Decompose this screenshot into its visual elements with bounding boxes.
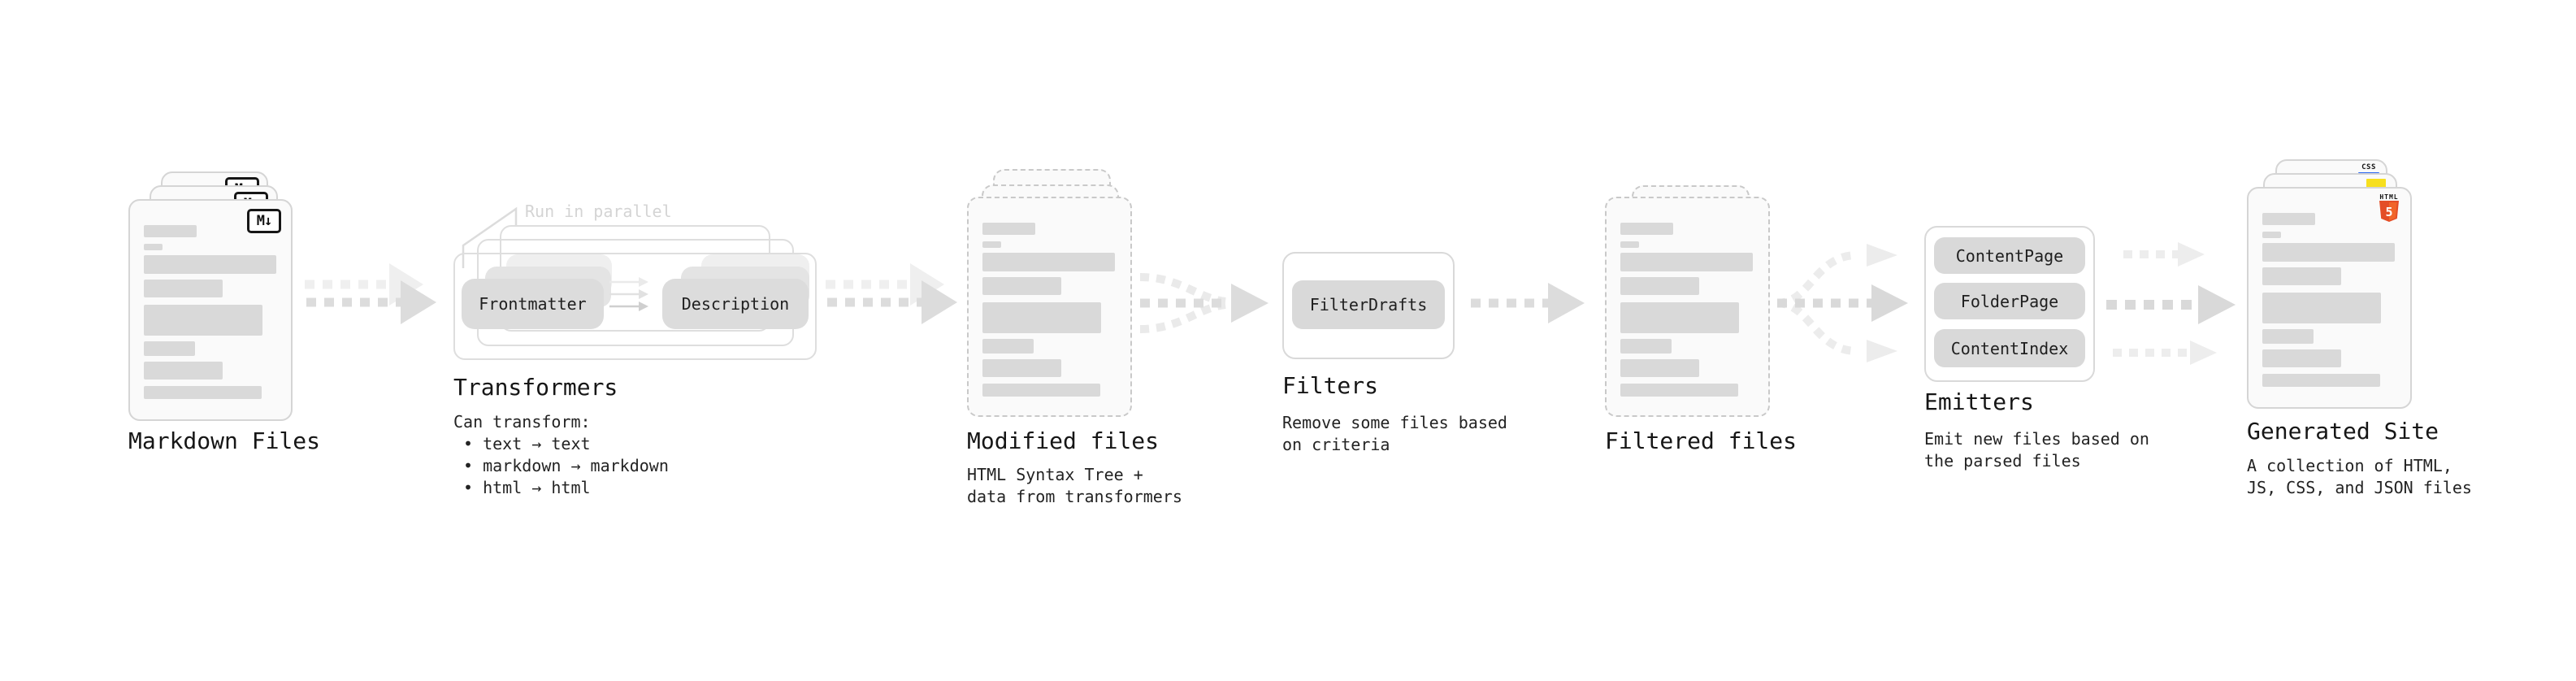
placeholder-bar (144, 225, 197, 237)
markdown-icon: M↓ (247, 209, 281, 233)
desc-heading: Can transform: (453, 412, 591, 432)
html5-shield: 5 (2379, 201, 2399, 222)
placeholder-bar (982, 223, 1035, 235)
placeholder-bar (982, 277, 1061, 295)
placeholder-bar (1620, 384, 1738, 397)
file-card-front (1605, 197, 1770, 417)
desc-line: HTML Syntax Tree + (967, 465, 1143, 484)
stage-desc-transformers: Can transform: • text → text • markdown … (453, 411, 669, 499)
stage-transformers: Run in parallel Frontmatter Description … (453, 202, 835, 510)
flow-arrow-filtered-to-emitters (1776, 244, 1908, 362)
placeholder-bar (2262, 329, 2314, 344)
stage-desc-generated-site: A collection of HTML, JS, CSS, and JSON … (2247, 455, 2472, 499)
flow-arrow-modified-to-filters (1139, 273, 1268, 333)
html5-icon: HTML 5 (2379, 193, 2400, 226)
placeholder-bar (982, 253, 1115, 271)
placeholder-bar (2262, 213, 2315, 225)
flow-arrows-emitters-to-site (2106, 242, 2236, 365)
flow-arrow-markdown-to-transformers (305, 263, 436, 324)
stage-filtered-files: Filtered files (1605, 185, 1816, 518)
file-card-front: M↓ (128, 199, 293, 421)
stage-markdown-files: M↓ M↓ M↓ Markdown Files (128, 159, 340, 501)
file-card-front: HTML 5 (2247, 187, 2412, 409)
placeholder-bar (2262, 267, 2341, 285)
stage-title-modified-files: Modified files (967, 427, 1160, 454)
placeholder-bar (144, 244, 163, 250)
placeholder-bar (144, 341, 195, 356)
placeholder-bar (982, 302, 1101, 333)
placeholder-bar (2262, 232, 2281, 238)
desc-line: JS, CSS, and JSON files (2247, 478, 2472, 497)
desc-line: A collection of HTML, (2247, 456, 2452, 475)
placeholder-bar (2262, 374, 2380, 387)
placeholder-bar (144, 386, 262, 399)
stage-modified-files: Modified files HTML Syntax Tree + data f… (967, 169, 1195, 518)
node-contentindex: ContentIndex (1934, 329, 2085, 367)
html5-icon-label: HTML (2379, 193, 2399, 201)
flow-arrow-transformers-to-modified (826, 263, 957, 324)
placeholder-bar (982, 339, 1034, 354)
placeholder-bar (144, 305, 262, 336)
placeholder-bar (1620, 339, 1672, 354)
stage-title-filters: Filters (1282, 372, 1379, 399)
run-in-parallel-annotation: Run in parallel (525, 202, 672, 221)
stage-title-emitters: Emitters (1924, 388, 2034, 415)
desc-line: the parsed files (1924, 451, 2081, 471)
node-filterdrafts: FilterDrafts (1292, 280, 1445, 329)
flow-arrow-filters-to-filtered (1471, 283, 1585, 323)
node-description: Description (662, 279, 809, 329)
stage-title-filtered-files: Filtered files (1605, 427, 1798, 454)
html5-number: 5 (2385, 205, 2392, 219)
file-card-front (967, 197, 1132, 417)
node-contentpage: ContentPage (1934, 237, 2085, 274)
placeholder-bar (144, 362, 223, 380)
javascript-icon (2366, 179, 2386, 188)
desc-line: Remove some files based (1282, 413, 1507, 432)
stage-generated-site: CSS HTML 5 Generated Site A collection o… (2247, 159, 2572, 517)
desc-bullet: • html → html (463, 478, 591, 497)
placeholder-bar (144, 255, 276, 274)
placeholder-bar (1620, 302, 1739, 333)
css-icon-label: CSS (2361, 163, 2376, 171)
stage-title-transformers: Transformers (453, 374, 618, 401)
node-folderpage: FolderPage (1934, 283, 2085, 319)
placeholder-bar (1620, 359, 1699, 377)
placeholder-bar (982, 384, 1100, 397)
placeholder-bar (144, 280, 223, 297)
stage-filters: FilterDrafts Filters Remove some files b… (1282, 252, 1526, 479)
placeholder-bar (2262, 293, 2381, 323)
stage-desc-modified-files: HTML Syntax Tree + data from transformer… (967, 464, 1182, 508)
placeholder-bar (1620, 241, 1639, 248)
placeholder-bar (982, 241, 1001, 248)
placeholder-bar (1620, 277, 1699, 295)
stage-emitters: ContentPage FolderPage ContentIndex Emit… (1924, 226, 2168, 486)
node-frontmatter: Frontmatter (462, 279, 604, 329)
desc-line: data from transformers (967, 487, 1182, 506)
placeholder-bar (2262, 243, 2395, 262)
stage-desc-filters: Remove some files based on criteria (1282, 412, 1507, 456)
placeholder-bar (1620, 253, 1753, 271)
placeholder-bar (982, 359, 1061, 377)
transformer-frame-front (453, 253, 817, 360)
desc-bullet: • text → text (463, 434, 591, 453)
stage-title-generated-site: Generated Site (2247, 418, 2439, 445)
desc-line: on criteria (1282, 435, 1390, 454)
desc-bullet: • markdown → markdown (463, 456, 669, 475)
stage-title-markdown-files: Markdown Files (128, 427, 321, 454)
placeholder-bar (2262, 349, 2341, 367)
stage-desc-emitters: Emit new files based on the parsed files (1924, 428, 2149, 472)
parallel-arrows-icon (609, 277, 648, 311)
placeholder-bar (1620, 223, 1673, 235)
desc-line: Emit new files based on (1924, 429, 2149, 449)
